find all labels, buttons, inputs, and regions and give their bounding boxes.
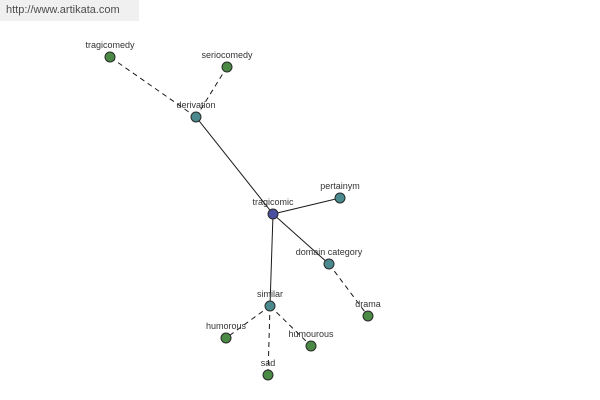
node-label: seriocomedy <box>201 50 253 60</box>
node-layer: tragicomic derivation pertainym domain cate… <box>85 40 381 381</box>
node-drama[interactable]: drama <box>355 299 381 322</box>
edge-tragicomic-domain_category <box>272 213 330 265</box>
edge-similar-sad <box>267 305 271 376</box>
node-circle[interactable] <box>267 208 279 220</box>
edge-layer <box>109 56 369 376</box>
node-label: tragicomic <box>252 197 294 207</box>
node-sad[interactable]: sad <box>261 358 276 381</box>
edge-similar-humourous <box>269 305 312 347</box>
node-pertainym[interactable]: pertainym <box>320 181 360 204</box>
node-label: humorous <box>206 321 247 331</box>
node-derivation[interactable]: derivation <box>176 100 216 123</box>
node-similar[interactable]: similar <box>257 289 283 312</box>
node-circle[interactable] <box>221 61 233 73</box>
node-label: humourous <box>288 329 334 339</box>
node-domain-category[interactable]: domain category <box>296 247 363 270</box>
node-label: similar <box>257 289 283 299</box>
edge-tragicomic-pertainym <box>272 197 341 215</box>
node-label: pertainym <box>320 181 360 191</box>
node-label: domain category <box>296 247 363 257</box>
node-circle[interactable] <box>323 258 335 270</box>
node-label: derivation <box>176 100 215 110</box>
node-label: tragicomedy <box>85 40 135 50</box>
edge-tragicomic-derivation <box>195 116 274 215</box>
node-label: sad <box>261 358 276 368</box>
node-humourous[interactable]: humourous <box>288 329 334 352</box>
edge-similar-humorous <box>225 305 271 339</box>
node-circle[interactable] <box>104 51 116 63</box>
watermark-url: http://www.artikata.com <box>0 0 139 21</box>
edge-derivation-seriocomedy <box>195 66 228 118</box>
node-circle[interactable] <box>305 340 317 352</box>
node-circle[interactable] <box>334 192 346 204</box>
node-circle[interactable] <box>264 300 276 312</box>
node-circle[interactable] <box>262 369 274 381</box>
node-tragicomedy[interactable]: tragicomedy <box>85 40 135 63</box>
node-tragicomic[interactable]: tragicomic <box>252 197 294 220</box>
edge-domain_category-drama <box>328 263 369 317</box>
node-label: drama <box>355 299 381 309</box>
node-circle[interactable] <box>190 111 202 123</box>
node-circle[interactable] <box>220 332 232 344</box>
edge-tragicomic-similar <box>269 213 274 307</box>
node-humorous[interactable]: humorous <box>206 321 247 344</box>
node-circle[interactable] <box>362 310 374 322</box>
node-seriocomedy[interactable]: seriocomedy <box>201 50 253 73</box>
